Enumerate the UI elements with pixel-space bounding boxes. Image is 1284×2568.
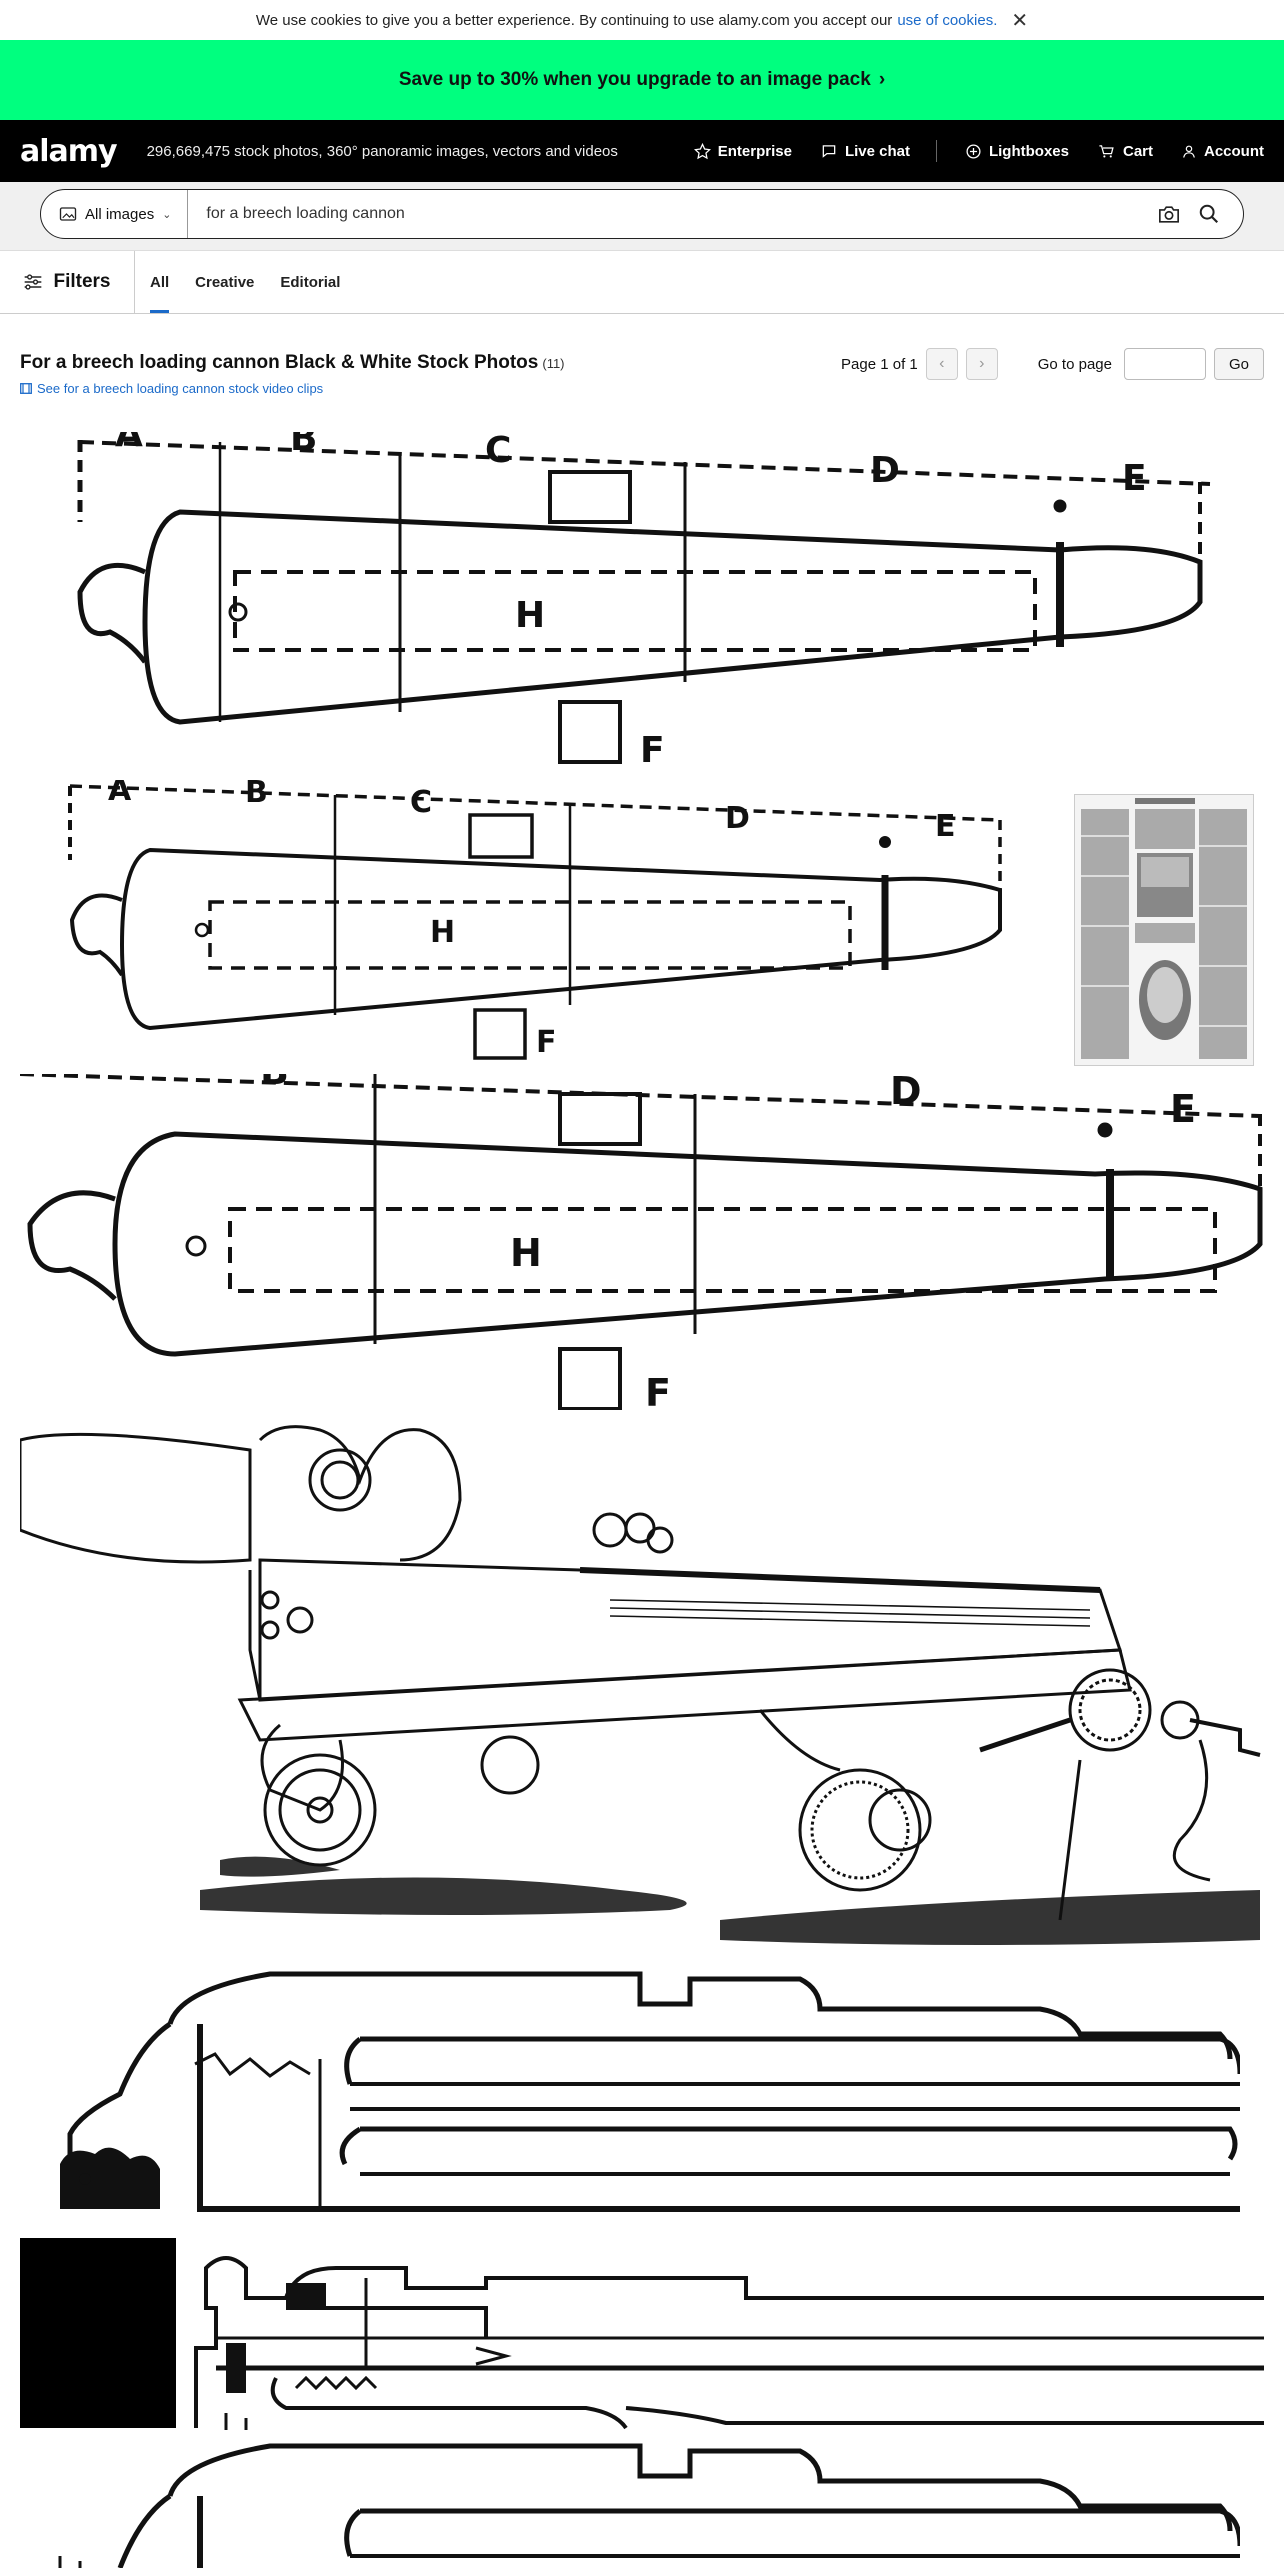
pagination: Page 1 of 1 ‹ › Go to page Go — [841, 348, 1264, 380]
image-icon — [59, 207, 77, 221]
next-page-button[interactable]: › — [965, 348, 998, 380]
nav-live-chat-label: Live chat — [844, 142, 910, 160]
diagram-letter: H — [510, 1231, 542, 1275]
breech-mechanism-diagram — [58, 2443, 1240, 2568]
promo-banner[interactable]: Save up to 30% when you upgrade to an im… — [0, 40, 1284, 120]
goto-page-label: Go to page — [1037, 355, 1112, 373]
result-image[interactable] — [40, 1964, 1240, 2214]
prev-page-button[interactable]: ‹ — [925, 348, 958, 380]
diagram-letter: E — [935, 809, 956, 844]
diagram-letter: F — [640, 730, 665, 768]
nav-lightboxes[interactable]: Lightboxes — [965, 143, 1069, 160]
result-image[interactable] — [186, 2238, 1264, 2430]
diagram-letter: H — [430, 915, 455, 950]
search-scope-label: All images — [85, 205, 155, 223]
diagram-letter: A — [115, 432, 143, 455]
nav-enterprise[interactable]: Enterprise — [693, 142, 792, 160]
cookie-policy-link[interactable]: use of cookies. — [897, 11, 998, 29]
user-icon — [1183, 145, 1195, 158]
diagram-letter: H — [515, 595, 545, 636]
results-count: (11) — [542, 356, 565, 371]
cookie-banner: We use cookies to give you a better expe… — [0, 0, 1284, 40]
diagram-letter: B — [290, 432, 317, 459]
nav-lightboxes-label: Lightboxes — [988, 142, 1069, 160]
result-image[interactable] — [20, 2238, 176, 2428]
breech-mechanism-diagram — [60, 1971, 1240, 2212]
chevron-right-icon: › — [878, 69, 886, 90]
result-image[interactable]: A B C D E F H — [60, 432, 1260, 768]
tab-all[interactable]: All — [150, 251, 170, 313]
search-bar: All images ⌄ — [40, 189, 1244, 239]
diagram-letter: B — [260, 1074, 289, 1093]
cannon-diagram-image: B D E F H — [20, 1074, 1263, 1410]
video-clips-link[interactable]: See for a breech loading cannon stock vi… — [20, 381, 323, 396]
chevron-down-icon: ⌄ — [162, 208, 172, 221]
search-icon — [1199, 204, 1219, 224]
nav-account-label: Account — [1204, 142, 1264, 160]
go-button[interactable]: Go — [1213, 348, 1264, 380]
diagram-letter: F — [536, 1025, 557, 1060]
video-clips-label: See for a breech loading cannon stock vi… — [37, 381, 324, 396]
nav-cart-label: Cart — [1122, 142, 1153, 160]
filters-button[interactable]: Filters — [0, 251, 135, 313]
nav-enterprise-label: Enterprise — [717, 142, 792, 160]
diagram-letter: C — [410, 785, 432, 820]
alamy-logo[interactable]: alamy — [20, 133, 118, 169]
results-heading: For a breech loading cannon Black & Whit… — [20, 352, 565, 374]
camera-search-button[interactable] — [1149, 205, 1189, 224]
search-scope-dropdown[interactable]: All images ⌄ — [41, 190, 189, 238]
promo-text: Save up to 30% when you upgrade to an im… — [398, 69, 871, 90]
sliders-icon — [25, 274, 42, 290]
diagram-letter: F — [645, 1371, 671, 1410]
cookie-text: We use cookies to give you a better expe… — [255, 11, 893, 29]
cart-icon — [1099, 144, 1114, 158]
search-area: All images ⌄ — [0, 182, 1284, 250]
nav-live-chat[interactable]: Live chat — [820, 143, 910, 160]
diagram-letter: B — [245, 780, 268, 810]
star-icon — [693, 142, 711, 159]
result-image[interactable] — [1074, 794, 1254, 1066]
gun-carriage-illustration — [20, 1425, 1261, 1945]
diagram-letter: C — [485, 432, 511, 471]
filter-bar: Filters All Creative Editorial — [0, 250, 1284, 314]
result-image[interactable] — [40, 2436, 1240, 2568]
nav-account[interactable]: Account — [1181, 143, 1264, 160]
filters-label: Filters — [53, 271, 111, 292]
goto-page-input[interactable] — [1123, 348, 1206, 380]
diagram-letter: D — [725, 801, 750, 836]
top-nav: alamy 296,669,475 stock photos, 360° pan… — [0, 120, 1284, 182]
results-title: For a breech loading cannon Black & Whit… — [20, 352, 539, 373]
diagram-letter: E — [1170, 1087, 1196, 1131]
result-image[interactable] — [20, 1420, 1264, 1954]
search-input[interactable] — [204, 204, 1149, 224]
nav-divider — [935, 140, 937, 162]
content-tabs: All Creative Editorial — [150, 251, 366, 313]
film-icon — [20, 383, 32, 394]
cannon-diagram-image: A B C D E F H — [77, 432, 1211, 768]
diagram-letter: D — [890, 1074, 922, 1113]
tagline: 296,669,475 stock photos, 360° panoramic… — [146, 142, 618, 160]
tab-editorial[interactable]: Editorial — [280, 273, 341, 291]
page-indicator: Page 1 of 1 — [841, 355, 918, 373]
dark-photo-image — [20, 2238, 176, 2428]
tab-creative[interactable]: Creative — [195, 273, 255, 291]
nav-cart[interactable]: Cart — [1097, 143, 1153, 160]
camera-icon — [1159, 205, 1179, 223]
close-icon[interactable]: ✕ — [1011, 9, 1029, 32]
plus-circle-icon — [966, 143, 981, 159]
breech-block-diagram — [194, 2256, 1264, 2430]
diagram-letter: E — [1122, 458, 1147, 499]
result-image[interactable]: A B C D E F H — [60, 780, 1010, 1065]
chat-icon — [822, 144, 836, 158]
cannon-diagram-image: A B C D E F H — [68, 780, 1002, 1060]
result-image[interactable]: B D E F H — [20, 1074, 1264, 1410]
newspaper-page-image — [1075, 795, 1253, 1065]
diagram-letter: A — [108, 780, 132, 808]
search-button[interactable] — [1189, 203, 1229, 225]
diagram-letter: D — [870, 450, 900, 491]
